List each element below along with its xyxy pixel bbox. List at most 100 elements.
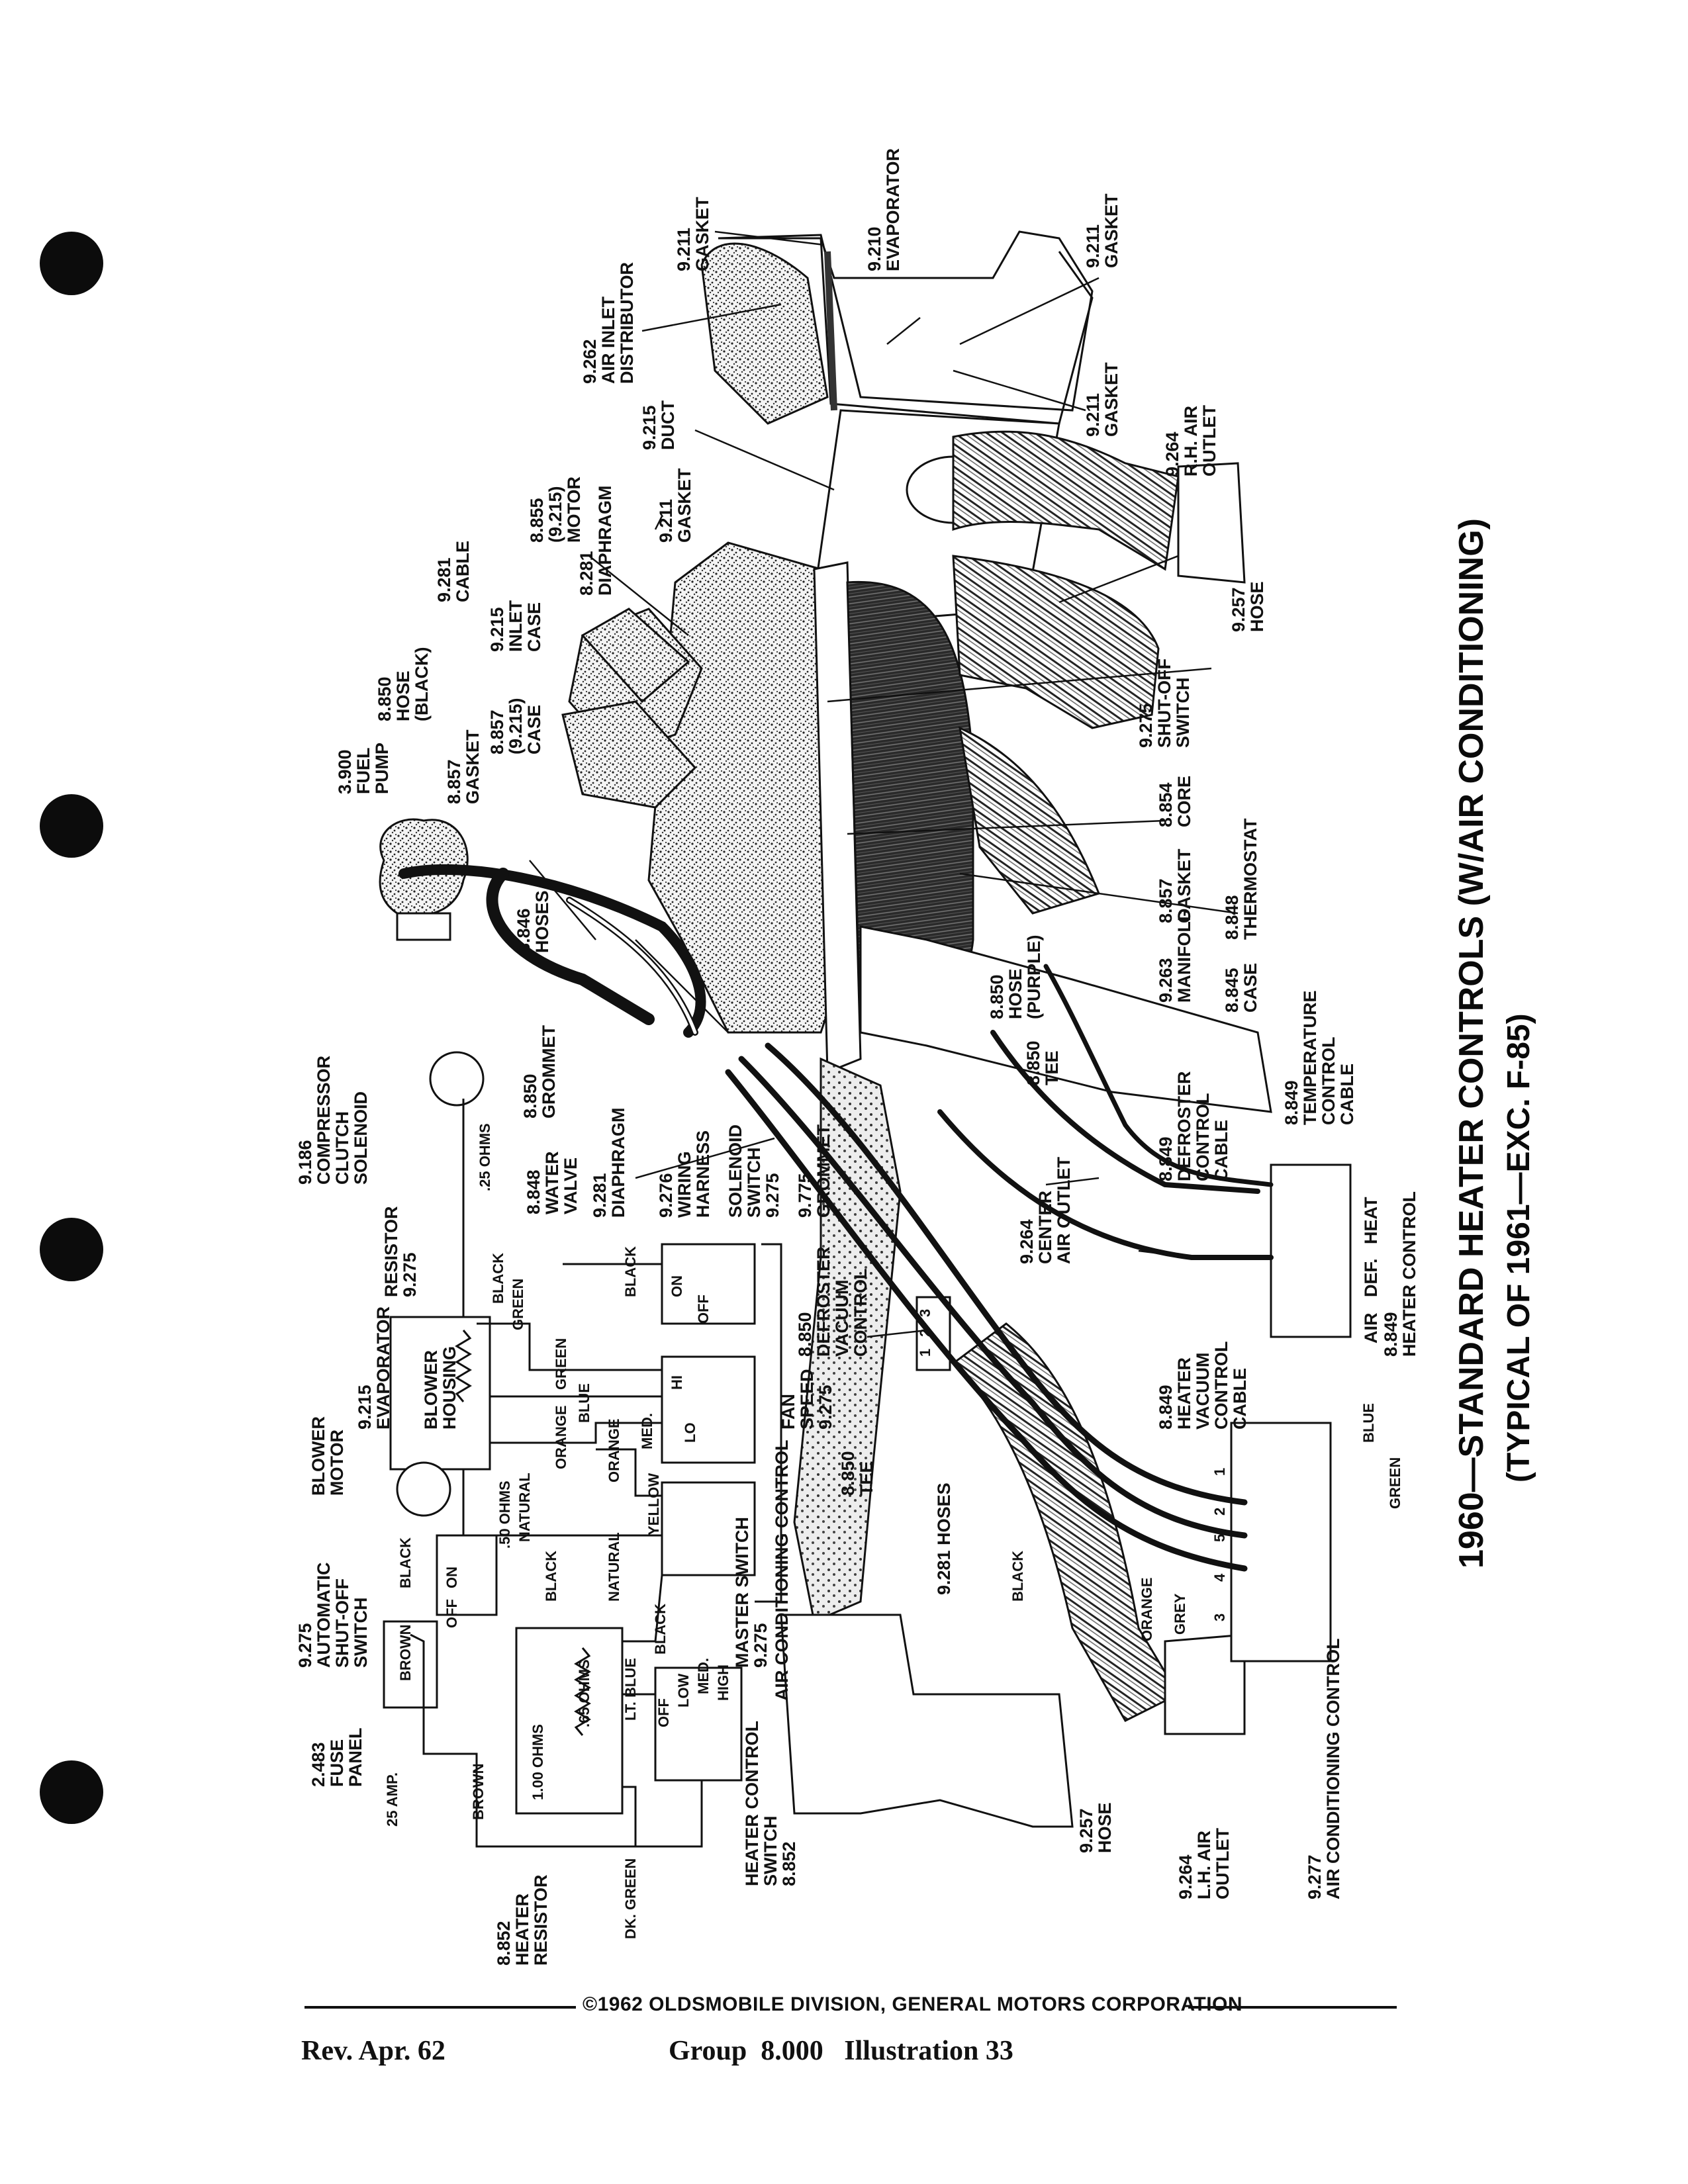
heater-switch-box	[654, 1666, 743, 1782]
callout-gasket-9211-a: 9.211GASKET	[674, 197, 712, 271]
mechanical-assembly	[379, 230, 1352, 1828]
wire-natural	[462, 1469, 662, 1537]
callout-gasket-9211-c: 9.211GASKET	[1083, 362, 1121, 437]
compressor-clutch-symbol	[429, 1051, 485, 1107]
vacuum-cable-1	[765, 1042, 1248, 1506]
callout-motor-8855: 8.855(9.215)MOTOR	[527, 477, 584, 543]
svg-text:BROWN: BROWN	[470, 1763, 487, 1820]
svg-text:GREEN: GREEN	[510, 1279, 526, 1330]
callout-manifold: 9.263MANIFOLD	[1156, 909, 1194, 1003]
group-illustration-ref: Group 8.000 Illustration 33	[669, 2036, 1013, 2066]
svg-text:BLACK: BLACK	[1009, 1551, 1026, 1602]
svg-text:BLACK: BLACK	[397, 1537, 414, 1588]
callout-water-valve: 8.848WATERVALVE	[524, 1152, 581, 1215]
svg-text:NATURAL: NATURAL	[606, 1532, 622, 1602]
callout-diaphragm-8281: 8.281DIAPHRAGM	[577, 486, 615, 596]
callout-resistor-9275: RESISTOR9.275	[381, 1206, 420, 1297]
callout-inlet-case: 9.215INLETCASE	[487, 600, 544, 652]
wiring-schematic	[383, 1051, 782, 1848]
svg-text:ON: ON	[444, 1567, 460, 1588]
callout-heater-vacuum-control: 8.849HEATERVACUUMCONTROLCABLE	[1156, 1342, 1250, 1430]
callout-auto-shutoff: 9.275AUTOMATICSHUT-OFFSWITCH	[295, 1563, 371, 1668]
callout-compressor-clutch: 9.186COMPRESSORCLUTCHSOLENOID	[295, 1056, 371, 1185]
blower-motor-symbol	[396, 1461, 451, 1517]
heater-cable	[937, 1109, 1274, 1260]
svg-text:4: 4	[1211, 1573, 1228, 1582]
callout-gasket-8857-b: 8.857GASKET	[1156, 848, 1194, 923]
svg-text:GREEN: GREEN	[1387, 1457, 1403, 1509]
cowl-panel	[780, 1614, 1074, 1828]
callout-tee-8850-b: 8.850TEE	[838, 1451, 876, 1496]
svg-text:DK. GREEN: DK. GREEN	[622, 1858, 639, 1939]
heater-control-box	[1270, 1163, 1352, 1338]
callout-evaporator-9215: 9.215EVAPORATOR	[355, 1306, 393, 1430]
callout-case-8845: 8.845CASE	[1222, 963, 1260, 1013]
svg-text:ORANGE: ORANGE	[606, 1418, 622, 1482]
svg-text:HIGH: HIGH	[715, 1664, 731, 1701]
callout-gasket-8857-a: 8.857GASKET	[444, 729, 483, 804]
callout-blower-housing: BLOWERHOUSING	[421, 1346, 459, 1430]
auto-shutoff-box	[436, 1534, 498, 1616]
diagram-title: 1960—STANDARD HEATER CONTROLS (W/AIR CON…	[1452, 518, 1491, 1569]
vacuum-cable-2	[738, 1056, 1248, 1539]
fan-speed-switch-box	[661, 1355, 756, 1464]
hoses-and-cables	[399, 864, 1274, 1572]
callout-master-switch: MASTER SWITCH9.275	[732, 1517, 771, 1668]
svg-text:ON: ON	[669, 1275, 685, 1297]
callout-labels: 9.211GASKET 9.210EVAPORATOR 9.211GASKET …	[295, 148, 1419, 1966]
svg-text:BROWN: BROWN	[397, 1624, 414, 1681]
heater-case-plate	[813, 561, 862, 1074]
copyright-text: ©1962 OLDSMOBILE DIVISION, GENERAL MOTOR…	[583, 1993, 1243, 2015]
wire-green	[477, 1322, 662, 1371]
callout-defroster-control-cable: 8.849DEFROSTERCONTROLCABLE	[1156, 1071, 1231, 1181]
svg-text:LOW: LOW	[675, 1673, 692, 1707]
svg-text:OFF: OFF	[444, 1599, 460, 1628]
callout-ac-control-9277: 9.277AIR CONDITIONING CONTROL	[1305, 1639, 1343, 1899]
air-inlet-distributor	[700, 242, 829, 425]
binder-hole-1	[40, 232, 103, 295]
svg-text:.50 OHMS: .50 OHMS	[496, 1480, 513, 1549]
heater-resistor-coil	[574, 1647, 591, 1736]
dash-panel	[793, 1057, 902, 1623]
inlet-case	[561, 700, 697, 809]
wire-labels: BLACK GREEN GREEN BLACK BLUE ORANGE ORAN…	[384, 1123, 731, 1939]
callout-hoses-8846: 8.846HOSES	[514, 890, 552, 953]
callout-rh-air-outlet: 9.264R.H. AIROUTLET	[1162, 405, 1219, 477]
blower-housing-box	[389, 1316, 491, 1471]
callout-lh-air-outlet: 9.264L.H. AIROUTLET	[1176, 1828, 1233, 1899]
lh-hose	[951, 1322, 1180, 1722]
white-hose-inner	[567, 898, 697, 1034]
svg-text:25 AMP.: 25 AMP.	[384, 1772, 400, 1827]
gasket-strip	[824, 251, 837, 411]
binder-hole-3	[40, 1218, 103, 1281]
callout-heater-control-switch: HEATER CONTROLSWITCH8.852	[742, 1721, 799, 1886]
svg-text:YELLOW: YELLOW	[645, 1473, 662, 1535]
svg-text:2: 2	[1211, 1508, 1228, 1516]
callout-fan-speed: FANSPEED9.275	[778, 1369, 835, 1430]
callout-core-8854: 8.854CORE	[1156, 776, 1194, 827]
callout-tee-8850-a: 8.850TEE	[1023, 1040, 1062, 1085]
callout-evaporator-9210: 9.210EVAPORATOR	[865, 148, 903, 271]
callout-heater-control: 8.849HEATER CONTROL	[1381, 1191, 1419, 1357]
svg-text:2: 2	[917, 1329, 933, 1337]
callout-hose-9257-a: 9.257HOSE	[1229, 581, 1267, 632]
callout-hose-black: 8.850HOSE(BLACK)	[375, 647, 432, 721]
ac-control-box	[1230, 1422, 1332, 1662]
svg-text:BLACK: BLACK	[652, 1604, 669, 1655]
svg-text:OFF: OFF	[655, 1698, 672, 1727]
svg-text:BLACK: BLACK	[622, 1246, 639, 1297]
svg-text:1: 1	[917, 1349, 933, 1357]
callout-diaphragm-9281: 9.281DIAPHRAGM	[590, 1108, 628, 1218]
diagram-subtitle: (TYPICAL OF 1961—EXC. F-85)	[1501, 1013, 1536, 1482]
callout-hoses-9281: 9.281 HOSES	[934, 1482, 954, 1595]
callout-cable-9281: 9.281CABLE	[434, 541, 473, 602]
callout-fuel-pump: 3.900FUELPUMP	[335, 743, 392, 794]
svg-text:MED.: MED.	[639, 1413, 655, 1449]
callout-hose-purple: 8.850HOSE(PURPLE)	[987, 935, 1044, 1020]
wire-orange	[490, 1422, 662, 1444]
svg-text:BLUE: BLUE	[1360, 1403, 1377, 1443]
callout-air-def-heat: AIRDEF.HEAT	[1361, 1197, 1381, 1343]
connector-labels: 1 2 5 4 3 BLUE GREEN BLACK ORANGE GREY 3…	[917, 1309, 1403, 1641]
callout-solenoid-switch: SOLENOIDSWITCH9.275	[726, 1124, 782, 1218]
svg-text:BLACK: BLACK	[543, 1551, 559, 1602]
